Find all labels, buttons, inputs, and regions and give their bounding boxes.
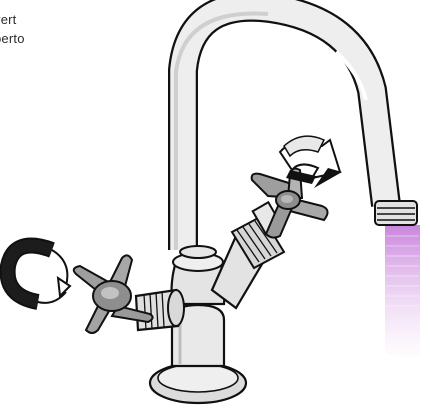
water-stream <box>385 225 420 357</box>
spout-nozzle <box>375 201 417 225</box>
rotate-arrow-icon <box>8 246 70 303</box>
left-valve-coupling <box>136 290 184 330</box>
